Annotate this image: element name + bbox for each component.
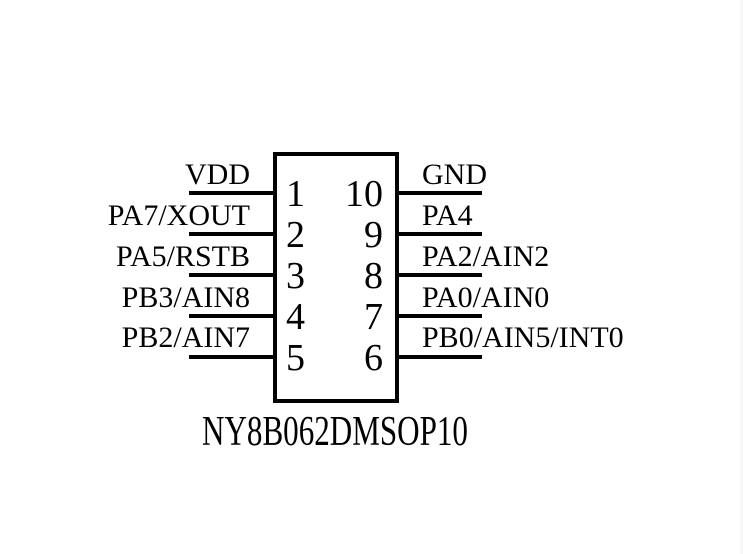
pin-label-gnd: GND: [422, 158, 487, 191]
pin-number-9: 9: [364, 214, 383, 256]
chip-body: [273, 152, 399, 403]
pin-line-10: [398, 191, 482, 195]
pin-label-pb2-ain7: PB2/AIN7: [121, 321, 250, 354]
pin-line-6: [398, 355, 482, 359]
pin-number-8: 8: [364, 255, 383, 297]
pin-line-9: [398, 232, 482, 236]
pin-number-1: 1: [286, 173, 305, 215]
pin-line-4: [189, 314, 274, 318]
pin-line-5: [189, 355, 274, 359]
pin-label-pa2-ain2: PA2/AIN2: [422, 240, 550, 273]
pin-number-2: 2: [286, 214, 305, 256]
pin-label-pb0-ain5-int0: PB0/AIN5/INT0: [422, 321, 624, 354]
pin-number-7: 7: [364, 296, 383, 338]
pin-label-pa5-rstb: PA5/RSTB: [116, 240, 250, 273]
pin-number-3: 3: [286, 255, 305, 297]
pin-label-pa7-xout: PA7/XOUT: [107, 199, 250, 232]
pin-label-pa0-ain0: PA0/AIN0: [422, 281, 550, 314]
pin-number-6: 6: [364, 337, 383, 379]
pin-line-1: [189, 191, 274, 195]
pin-label-vdd: VDD: [185, 158, 250, 191]
pin-number-4: 4: [286, 296, 305, 338]
pin-label-pb3-ain8: PB3/AIN8: [121, 281, 250, 314]
pin-label-pa4: PA4: [422, 199, 473, 232]
pin-line-7: [398, 314, 482, 318]
pin-line-2: [189, 232, 274, 236]
pin-number-5: 5: [286, 337, 305, 379]
pin-line-8: [398, 273, 482, 277]
page-edge-shade: [739, 0, 743, 554]
pin-number-10: 10: [345, 173, 383, 215]
pin-line-3: [189, 273, 274, 277]
part-number-label: NY8B062DMSOP10: [202, 409, 468, 455]
